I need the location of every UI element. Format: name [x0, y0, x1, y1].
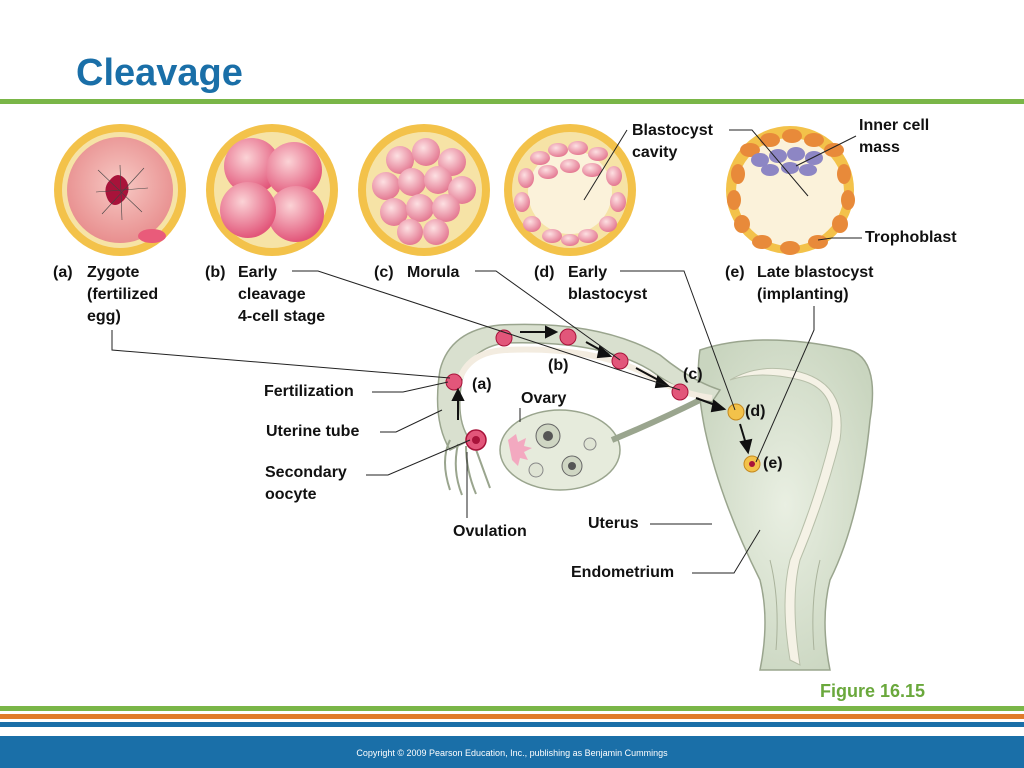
blastocyst-cavity-label: Blastocyst cavity	[632, 122, 713, 161]
morula-illustration	[358, 124, 490, 256]
tube-position-e-label: (e)	[763, 455, 783, 472]
four-cell-illustration	[206, 124, 338, 256]
early-blastocyst-illustration	[504, 124, 636, 256]
footer-band-green	[0, 706, 1024, 711]
footer-band-blue	[0, 722, 1024, 727]
fertilization-label: Fertilization	[264, 383, 354, 400]
copyright-text: Copyright © 2009 Pearson Education, Inc.…	[356, 748, 668, 758]
uterus-label: Uterus	[588, 515, 639, 532]
zygote-illustration	[54, 124, 186, 256]
tube-position-d-label: (d)	[745, 403, 766, 420]
footer-band-orange	[0, 714, 1024, 719]
reproductive-anatomy-illustration	[436, 323, 874, 671]
secondary-oocyte-label: Secondary oocyte	[265, 464, 347, 503]
trophoblast-label: Trophoblast	[865, 229, 957, 246]
title-divider	[0, 99, 1024, 104]
page-title: Cleavage	[76, 52, 243, 94]
tube-position-a-label: (a)	[472, 376, 492, 393]
tube-position-b-label: (b)	[548, 357, 569, 374]
leader-lines	[111, 129, 862, 574]
uterine-tube-label: Uterine tube	[266, 423, 360, 440]
ovary-label: Ovary	[521, 390, 567, 407]
tube-position-c-label: (c)	[683, 366, 703, 383]
late-blastocyst-illustration	[726, 126, 855, 255]
figure-number: Figure 16.15	[820, 681, 926, 701]
inner-cell-mass-label: Inner cell mass	[859, 117, 930, 156]
endometrium-label: Endometrium	[571, 564, 675, 581]
footer-bar	[0, 736, 1024, 768]
ovulation-label: Ovulation	[453, 523, 527, 540]
